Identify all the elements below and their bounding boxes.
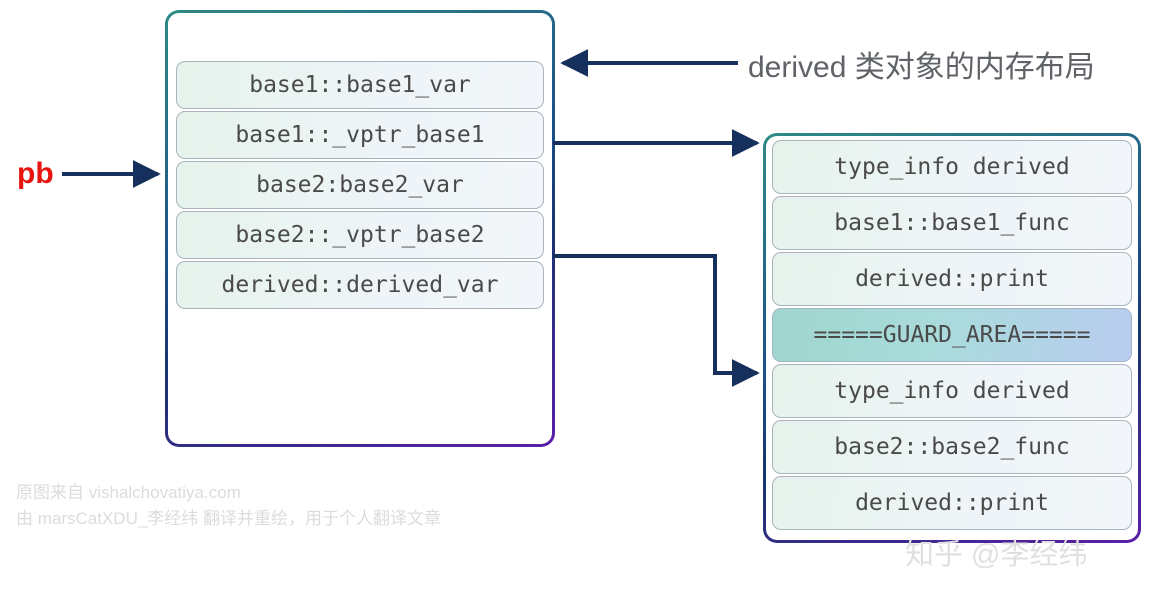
- derived-object-rows: base1::base1_var base1::_vptr_base1 base…: [168, 13, 552, 444]
- vtable-row-typeinfo-1: type_info derived: [772, 140, 1132, 194]
- page-title: derived 类对象的内存布局: [748, 51, 1095, 84]
- object-row-base1-var: base1::base1_var: [176, 61, 544, 109]
- vtable-row-derived-print-1: derived::print: [772, 252, 1132, 306]
- object-row-derived-var: derived::derived_var: [176, 261, 544, 309]
- object-row-vptr-base2: base2::_vptr_base2: [176, 211, 544, 259]
- credit-line-source: 原图来自 vishalchovatiya.com: [16, 483, 241, 502]
- derived-vtable-rows: type_info derived base1::base1_func deri…: [766, 136, 1138, 540]
- vtable-row-base1-func: base1::base1_func: [772, 196, 1132, 250]
- arrow-vptr-base2-to-vtable: [553, 254, 760, 387]
- vtable-row-guard-area: =====GUARD_AREA=====: [772, 308, 1132, 362]
- derived-vtable-block: type_info derived base1::base1_func deri…: [763, 133, 1141, 543]
- vtable-row-typeinfo-2: type_info derived: [772, 364, 1132, 418]
- watermark: 知乎 @李经纬: [905, 539, 1088, 571]
- vtable-row-base2-func: base2::base2_func: [772, 420, 1132, 474]
- object-row-base2-var: base2:base2_var: [176, 161, 544, 209]
- pb-pointer-label: pb: [17, 157, 54, 190]
- object-row-vptr-base1: base1::_vptr_base1: [176, 111, 544, 159]
- credit-line-translator: 由 marsCatXDU_李经纬 翻译并重绘，用于个人翻译文章: [16, 509, 442, 528]
- vtable-row-derived-print-2: derived::print: [772, 476, 1132, 530]
- derived-object-block: base1::base1_var base1::_vptr_base1 base…: [165, 10, 555, 447]
- credits: 原图来自 vishalchovatiya.com 由 marsCatXDU_李经…: [16, 480, 441, 532]
